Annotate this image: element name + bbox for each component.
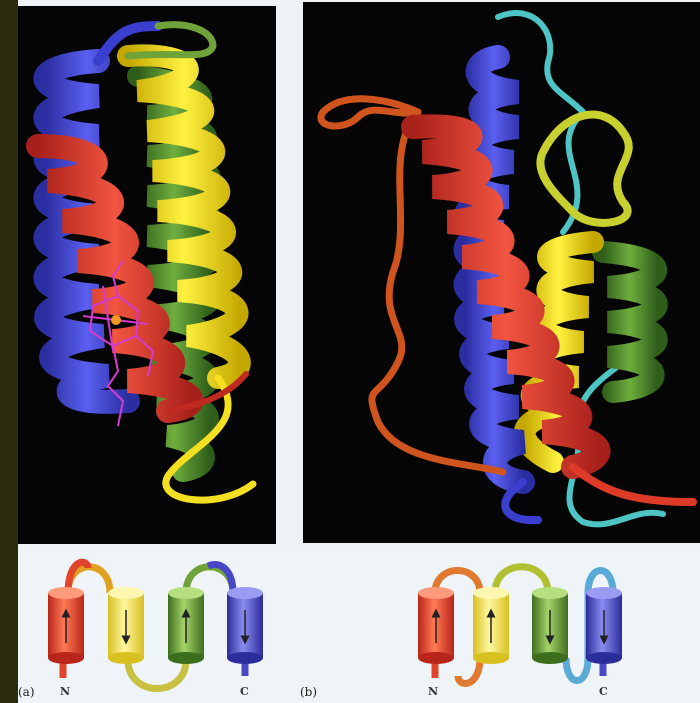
cylinder-yellow-b [473, 587, 509, 664]
ribbon-model-b [303, 2, 700, 543]
c-terminus-b: C [599, 685, 608, 698]
panel-divider [276, 0, 303, 548]
topology-a: (a) N C [18, 562, 263, 699]
cylinder-blue-b [586, 587, 622, 664]
panel-label-b: (b) [300, 685, 317, 699]
cylinder-blue-a [227, 587, 263, 664]
topology-b: (b) N C [300, 567, 622, 699]
cylinder-yellow-a [108, 587, 144, 664]
loop-yellow-b [540, 115, 628, 223]
cylinder-green-a [168, 587, 204, 664]
c-terminus-a: C [240, 685, 249, 698]
n-terminus-b: N [428, 685, 438, 698]
ribbon-model-a [18, 6, 276, 544]
n-terminus-a: N [60, 685, 70, 698]
cylinder-red-b [418, 587, 454, 664]
cylinder-red-a [48, 587, 84, 664]
cylinder-green-b [532, 587, 568, 664]
panel-label-a: (a) [18, 685, 35, 699]
topology-diagrams: (a) N C [18, 548, 700, 703]
